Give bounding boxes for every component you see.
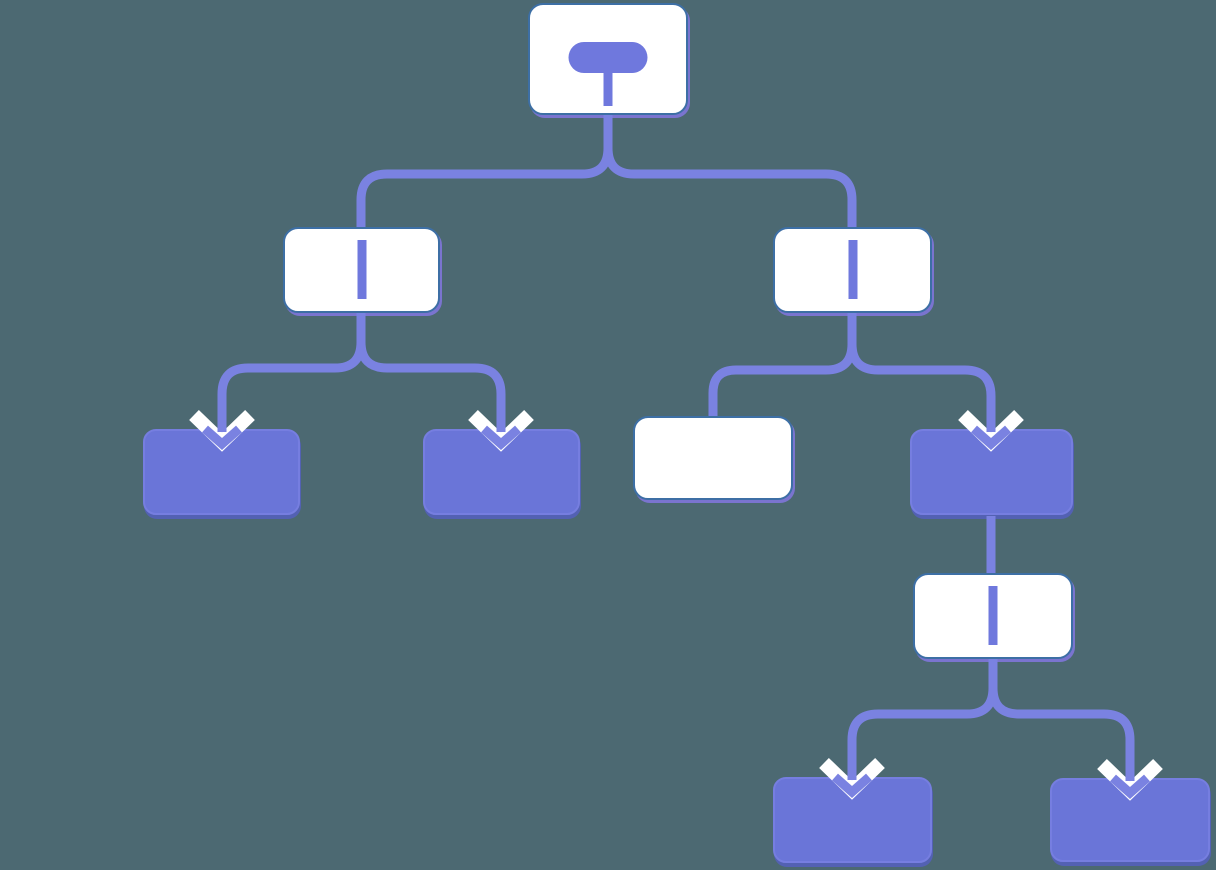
node-leaf-bottom-right[interactable] <box>1050 778 1210 862</box>
edge-branch-left-to-leaf-mid-left <box>356 313 506 432</box>
vertical-line-icon <box>848 240 857 299</box>
edge-root-to-branch-left <box>356 115 613 227</box>
node-branch-right[interactable] <box>773 227 932 313</box>
edge-branch-right-to-leaf-right <box>847 313 996 432</box>
node-leaf-bottom-left[interactable] <box>773 777 932 863</box>
node-leaf-far-left[interactable] <box>143 429 300 515</box>
node-branch-bottom[interactable] <box>913 573 1073 659</box>
vertical-line-icon <box>357 240 366 299</box>
edge-branch-right-to-blank-node <box>708 313 857 416</box>
edge-branch-bottom-to-leaf-bottom-left <box>847 659 998 780</box>
node-leaf-mid-left[interactable] <box>423 429 580 515</box>
node-blank-node[interactable] <box>633 416 793 500</box>
edge-branch-bottom-to-leaf-bottom-right <box>988 659 1135 781</box>
edge-branch-left-to-leaf-far-left <box>217 313 366 432</box>
node-root[interactable] <box>528 3 688 115</box>
pill-stem-icon <box>603 69 613 106</box>
node-branch-left[interactable] <box>283 227 440 313</box>
vertical-line-icon <box>988 586 998 645</box>
node-leaf-right[interactable] <box>910 429 1073 515</box>
pill-icon <box>568 42 648 73</box>
edge-root-to-branch-right <box>603 115 857 227</box>
